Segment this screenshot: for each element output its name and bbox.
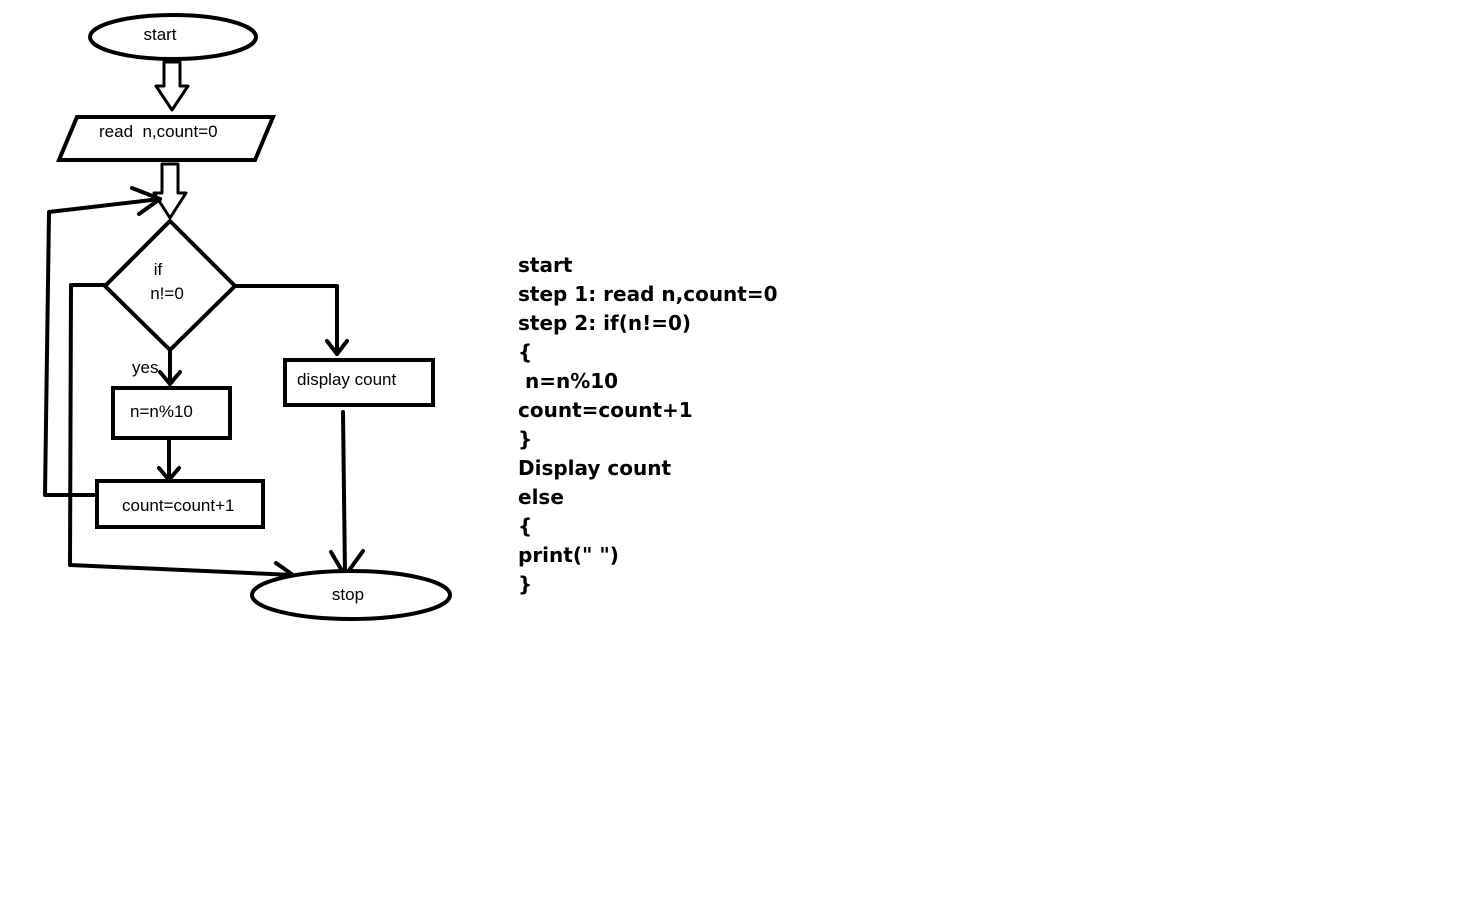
yes-label: yes bbox=[132, 358, 158, 377]
loop-back-arrowhead bbox=[130, 186, 162, 216]
decision-to-display-arrowhead bbox=[325, 339, 349, 356]
pseudocode-line: print(" ") bbox=[518, 543, 619, 567]
stop-label: stop bbox=[332, 585, 364, 604]
pseudocode-line: { bbox=[518, 514, 533, 538]
read-label: read n,count=0 bbox=[99, 122, 218, 141]
pseudocode-block: start step 1: read n,count=0 step 2: if(… bbox=[518, 251, 778, 599]
display-box bbox=[283, 358, 435, 407]
start-label: start bbox=[143, 25, 176, 44]
pseudocode-line: Display count bbox=[518, 456, 672, 480]
arrowhead-mod bbox=[158, 370, 182, 386]
pseudocode-line: count=count+1 bbox=[518, 398, 693, 422]
decision-to-display-line bbox=[233, 284, 339, 356]
mod-step-box bbox=[111, 386, 232, 440]
stop-terminator bbox=[250, 569, 452, 621]
decision-label-if: if bbox=[154, 260, 163, 279]
pseudocode-line: { bbox=[518, 340, 533, 364]
pseudocode-line: step 2: if(n!=0) bbox=[518, 311, 692, 335]
pseudocode-line: start bbox=[518, 253, 573, 277]
read-input-box bbox=[55, 115, 277, 162]
arrow-start-to-read bbox=[154, 60, 190, 112]
pseudocode-line: } bbox=[518, 427, 533, 451]
display-to-stop-line bbox=[341, 410, 347, 578]
pseudocode-line: else bbox=[518, 485, 564, 509]
flowchart: start read n,count=0 if n!=0 yes n=n%10 … bbox=[43, 13, 452, 621]
loop-back-line bbox=[43, 197, 162, 497]
decision-label-condition: n!=0 bbox=[150, 284, 184, 303]
arrow-read-to-decision bbox=[152, 162, 188, 220]
pseudocode-line: n=n%10 bbox=[518, 369, 619, 393]
start-terminator bbox=[88, 13, 258, 61]
pseudocode-line: } bbox=[518, 572, 533, 596]
increment-box bbox=[95, 479, 265, 529]
display-label: display count bbox=[297, 370, 397, 389]
decision-to-stop-line bbox=[68, 283, 295, 577]
mod-step-label: n=n%10 bbox=[130, 402, 193, 421]
increment-label: count=count+1 bbox=[122, 496, 234, 515]
pseudocode-line: step 1: read n,count=0 bbox=[518, 282, 778, 306]
